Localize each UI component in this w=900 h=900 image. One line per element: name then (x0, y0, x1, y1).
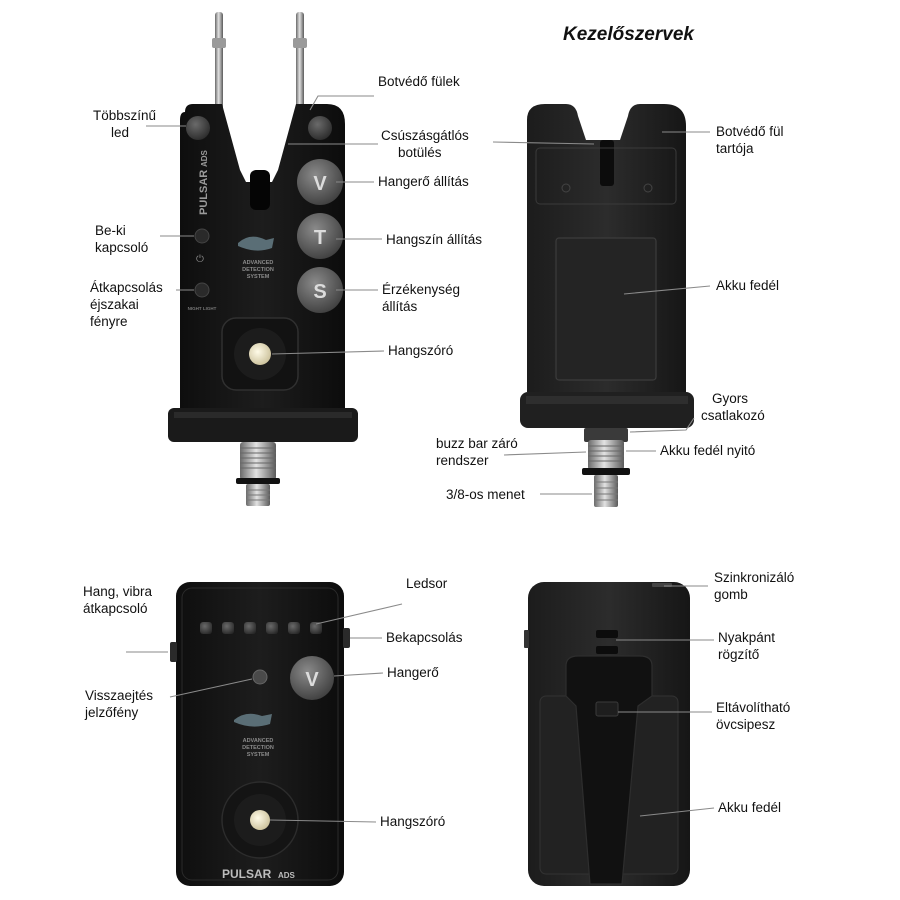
alarm-front-stem (240, 442, 276, 480)
label-receiver-volume: Hangerő (387, 665, 439, 680)
belt-clip[interactable] (565, 655, 653, 885)
svg-text:Visszaejtés jelzőfény: Visszaejtés jelzőfény (84, 688, 157, 720)
svg-text:T: T (314, 227, 326, 249)
receiver-volume-button[interactable]: V (290, 656, 334, 700)
thread-3-8 (594, 475, 618, 507)
label-battery-opener: Akku fedél nyitó (660, 443, 755, 458)
label-led-row: Ledsor (406, 576, 448, 591)
sensitivity-button[interactable]: S (297, 267, 343, 313)
svg-text:S: S (313, 281, 326, 303)
receiver-back-view (524, 582, 690, 886)
alarm-brand-tag: ADS (200, 149, 209, 167)
receiver-front-labels: Hang, vibra átkapcsoló Ledsor Bekapcsolá… (83, 576, 463, 829)
alarm-back-view (520, 104, 694, 507)
svg-text:Botvédő fül tartója: Botvédő fül tartója (716, 124, 787, 156)
svg-text:DETECTION: DETECTION (242, 745, 274, 751)
led-row (200, 622, 322, 634)
label-anti-slip: Csúszásgátlós (381, 128, 469, 143)
alarm-logo: ADVANCED DETECTION SYSTEM (238, 236, 274, 280)
tone-button[interactable]: T (297, 213, 343, 259)
svg-text:Többszínű led: Többszínű led (93, 108, 160, 140)
multicolor-led-right (308, 116, 332, 140)
side-switch-right[interactable] (343, 628, 350, 648)
label-receiver-battery-cover: Akku fedél (718, 800, 781, 815)
label-sound-vibra: Hang, vibra (83, 584, 153, 599)
svg-text:buzz bar záró rendszer: buzz bar záró rendszer (436, 436, 522, 468)
svg-text:Be-ki kapcsoló: Be-ki kapcsoló (95, 223, 148, 255)
label-alarm-speaker: Hangszóró (388, 343, 453, 358)
svg-text:Gyors csatlakozó: Gyors csatlakozó (701, 391, 765, 423)
label-night-switch: Átkapcsolás (90, 280, 163, 295)
label-volume-adjust: Hangerő állítás (378, 174, 469, 189)
power-icon: ⏻ (196, 254, 204, 265)
volume-button[interactable]: V (297, 159, 343, 205)
label-onoff-switch: Be-ki (95, 223, 126, 238)
receiver-front-view: V ADVANCED DETECTION SYSTEM PULSAR ADS (170, 582, 350, 886)
quick-connector[interactable] (584, 428, 628, 442)
svg-text:Átkapcsolás éjszakai: Átkapcsolás éjszakai fényre (90, 280, 167, 329)
label-sensitivity-adjust: Érzékenység (382, 282, 460, 297)
svg-text:SYSTEM: SYSTEM (247, 274, 270, 280)
svg-text:Csúszásgátlós botülés: Csúszásgátlós botülés (381, 128, 473, 160)
label-ear-holder: Botvédő fül (716, 124, 784, 139)
label-buzz-bar: buzz bar záró (436, 436, 518, 451)
receiver-front-body (176, 582, 344, 886)
svg-text:V: V (305, 669, 319, 691)
alarm-back-labels: Botvédő fül tartója Akku fedél Gyors csa… (436, 124, 787, 502)
label-multicolor-led: Többszínű (93, 108, 156, 123)
label-tone-adjust: Hangszín állítás (386, 232, 482, 247)
svg-text:Nyakpánt rögzítő: Nyakpánt rögzítő (718, 630, 779, 662)
buzz-bar-lock[interactable] (588, 440, 624, 470)
label-battery-cover-back: Akku fedél (716, 278, 779, 293)
label-power-on: Bekapcsolás (386, 630, 463, 645)
receiver-logo: ADVANCED DETECTION SYSTEM (234, 713, 274, 758)
night-light-switch[interactable] (194, 282, 210, 298)
label-sync-button: Szinkronizáló (714, 570, 794, 585)
label-belt-clip: Eltávolítható (716, 700, 790, 715)
label-feedback-light: Visszaejtés (85, 688, 153, 703)
label-quick-connector: Gyors (712, 391, 748, 406)
lanyard-slot[interactable] (596, 630, 618, 638)
svg-text:NIGHT LIGHT: NIGHT LIGHT (188, 306, 217, 311)
alarm-brand: PULSAR (198, 170, 210, 215)
alarm-front-view: PULSAR ADS ADVANCED DETECTION SYSTEM ⏻ N… (168, 12, 358, 506)
svg-text:ADVANCED: ADVANCED (243, 738, 274, 744)
alarm-battery-cover[interactable] (555, 237, 657, 381)
feedback-light (252, 669, 268, 685)
label-receiver-speaker: Hangszóró (380, 814, 445, 829)
svg-text:Érzékenység állítás: Érzékenység állítás (382, 282, 464, 314)
side-switch-left[interactable] (170, 642, 177, 662)
receiver-back-labels: Szinkronizáló gomb Nyakpánt rögzítő Eltá… (616, 570, 798, 817)
receiver-speaker (250, 810, 270, 830)
svg-text:DETECTION: DETECTION (242, 267, 274, 273)
svg-text:Szinkronizáló gomb: Szinkronizáló gomb (714, 570, 798, 602)
label-rod-ears: Botvédő fülek (378, 74, 460, 89)
onoff-switch[interactable] (194, 228, 210, 244)
page-title: Kezelőszervek (563, 24, 695, 45)
label-lanyard: Nyakpánt (718, 630, 775, 645)
label-thread: 3/8-os menet (446, 487, 525, 502)
svg-text:Eltávolítható övcsipesz: Eltávolítható övcsipesz (716, 700, 794, 732)
rod-ear-holder-panel (535, 147, 677, 205)
svg-text:SYSTEM: SYSTEM (247, 752, 270, 758)
receiver-brand: PULSAR (222, 867, 272, 881)
alarm-speaker (249, 343, 271, 365)
svg-text:Hang, vibra átkapcsoló: Hang, vibra átkapcsoló (83, 584, 156, 616)
svg-text:ADVANCED: ADVANCED (243, 260, 274, 266)
alarm-front-labels: Többszínű led Botvédő fülek Csúszásgátló… (90, 74, 482, 358)
receiver-brand-tag: ADS (278, 871, 296, 880)
multicolor-led-left (186, 116, 210, 140)
svg-text:V: V (313, 173, 327, 195)
